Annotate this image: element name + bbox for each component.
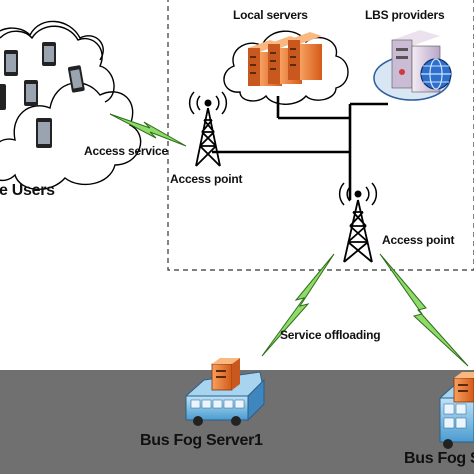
tower-icon [188, 91, 228, 167]
server-rack-icon [248, 32, 322, 86]
lightning-link-icon [379, 253, 469, 367]
lbs-providers-label: LBS providers [365, 8, 445, 22]
smartphone-icon [4, 50, 18, 76]
bus-icon [185, 358, 265, 426]
bus-fog-server-1-label: Bus Fog Server1 [140, 432, 263, 449]
network-links [212, 96, 388, 200]
service-offloading-label: Service offloading [280, 328, 381, 342]
mobile-users-label: e Users [0, 182, 55, 199]
cloud-outline-top [0, 25, 115, 103]
globe-icon [420, 58, 452, 90]
lightning-link-icon [261, 253, 335, 357]
lightning-link-icon [109, 113, 187, 147]
bus-icon [439, 372, 474, 449]
smartphone-icon [42, 42, 56, 66]
cloud-icon [0, 20, 142, 191]
access-point-left-label: Access point [170, 172, 243, 186]
smartphone-icon [24, 80, 38, 106]
smartphone-icon [36, 118, 52, 148]
access-point-right-label: Access point [382, 233, 455, 247]
access-service-label: Access service [84, 144, 168, 158]
bus-fog-server-2-label: Bus Fog S [404, 450, 474, 467]
local-servers-label: Local servers [233, 8, 308, 22]
smartphone-icon [67, 65, 85, 93]
smartphone-icon [0, 84, 6, 110]
tower-icon [338, 182, 378, 263]
